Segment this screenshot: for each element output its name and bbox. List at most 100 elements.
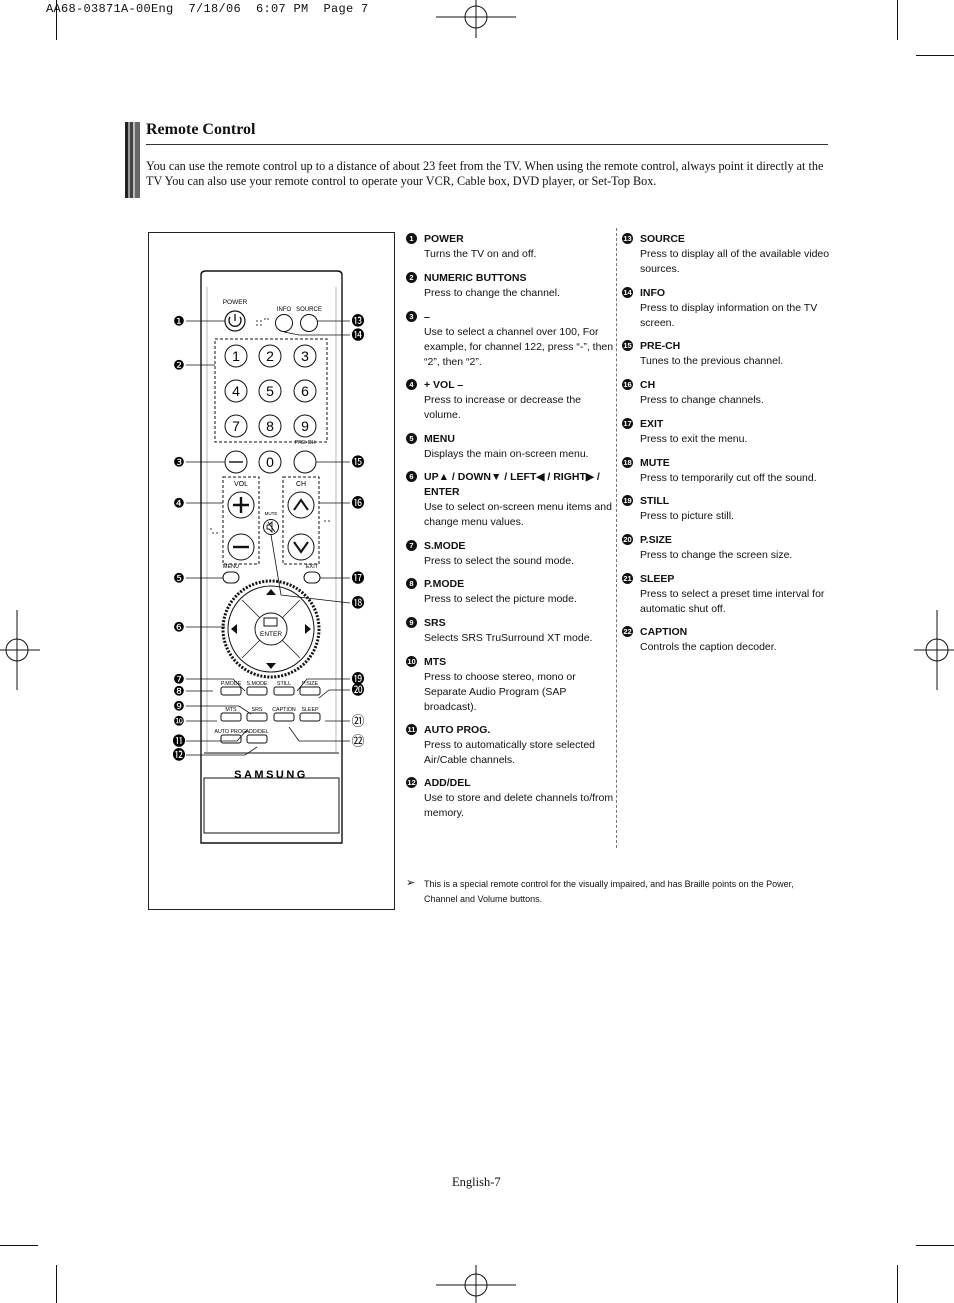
crop-mark [56, 0, 57, 40]
srs-button[interactable] [246, 712, 268, 722]
digit-button[interactable] [258, 414, 282, 438]
ch-down-button[interactable] [287, 533, 315, 561]
item-name: AUTO PROG. [424, 724, 491, 736]
still-label: STILL [277, 681, 291, 687]
item-number-badge: 13 [622, 233, 633, 244]
down-arrow-icon [266, 663, 276, 669]
callout-number: ❿ [173, 714, 185, 729]
chevron-down-icon [293, 541, 309, 554]
item-name: SOURCE [640, 233, 685, 245]
item-name: ADD/DEL [424, 777, 471, 789]
item-description: Press to select the sound mode. [424, 555, 574, 567]
item-description: Use to select a channel over 100, For ex… [424, 326, 614, 368]
caption-button[interactable] [273, 712, 295, 722]
item-name: SRS [424, 617, 446, 629]
right-arrow-icon [305, 624, 311, 634]
mts-button[interactable] [220, 712, 242, 722]
crop-mark [916, 1245, 954, 1246]
adddel-button[interactable] [246, 734, 268, 744]
callout-number: ⓯ [351, 455, 364, 470]
item-name: MENU [424, 433, 455, 445]
ch-up-button[interactable] [287, 491, 315, 519]
prech-button[interactable] [293, 450, 317, 474]
callout-number: ⓰ [351, 496, 364, 511]
digit-button[interactable] [258, 450, 282, 474]
srs-label: SRS [252, 707, 263, 713]
smode-button[interactable] [246, 686, 268, 696]
intro-paragraph: You can use the remote control up to a d… [146, 159, 824, 188]
info-label: INFO [277, 307, 292, 313]
digit-label: 2 [266, 348, 274, 364]
pmode-button[interactable] [220, 686, 242, 696]
digit-button[interactable] [258, 379, 282, 403]
still-button[interactable] [273, 686, 295, 696]
digit-label: 7 [232, 418, 240, 434]
source-button[interactable] [300, 314, 318, 332]
digit-label: 8 [266, 418, 274, 434]
callout-number: ❺ [173, 571, 185, 586]
print-header: AA68-03871A-00Eng 7/18/06 6:07 PM Page 7 [46, 2, 369, 16]
item-name: P.MODE [424, 578, 465, 590]
item-description: Use to store and delete channels to/from… [424, 792, 614, 819]
item-name: P.SIZE [640, 534, 672, 546]
item-description: Controls the caption decoder. [640, 641, 777, 653]
digit-button[interactable] [224, 414, 248, 438]
crop-mark [916, 55, 954, 56]
item-number-badge: 2 [406, 272, 417, 283]
item-number-badge: 5 [406, 433, 417, 444]
info-button[interactable] [275, 314, 293, 332]
item-name: CH [640, 379, 656, 391]
digit-button[interactable] [224, 379, 248, 403]
source-label: SOURCE [296, 307, 322, 313]
item-description: Displays the main on-screen menu. [424, 448, 589, 460]
callout-number: ㉑ [351, 714, 364, 729]
arrow-icon: ➢ [406, 877, 416, 889]
exit-button[interactable] [303, 571, 321, 584]
sleep-button[interactable] [299, 712, 321, 722]
digit-button[interactable] [293, 344, 317, 368]
item-name: + VOL – [424, 379, 464, 391]
mts-label: MTS [225, 707, 237, 713]
callout-number: ⓮ [351, 328, 364, 343]
registration-mark-left [0, 610, 40, 690]
digit-button[interactable] [293, 414, 317, 438]
section-bar [125, 122, 140, 198]
item-number-badge: 11 [406, 724, 417, 735]
pmode-label: P.MODE [221, 681, 242, 687]
psize-button[interactable] [299, 686, 321, 696]
vol-label: VOL [234, 481, 248, 488]
digit-button[interactable] [224, 344, 248, 368]
callout-number: ⓴ [351, 683, 364, 698]
item-description: Press to change channels. [640, 394, 764, 406]
item-description: Use to select on-screen menu items and c… [424, 501, 612, 528]
exit-label: EXIT [306, 564, 319, 570]
enter-button[interactable] [254, 612, 288, 646]
item-number-badge: 8 [406, 578, 417, 589]
autoprog-button[interactable] [220, 734, 242, 744]
adddel-label: ADD/DEL [246, 729, 269, 735]
item-description: Turns the TV on and off. [424, 248, 537, 260]
item-number-badge: 4 [406, 379, 417, 390]
digit-label: 3 [301, 348, 309, 364]
item-name: INFO [640, 287, 666, 299]
item-name: STILL [640, 495, 670, 507]
item-number-badge: 3 [406, 311, 417, 322]
registration-mark-right [914, 610, 954, 690]
item-description: Press to display information on the TV s… [640, 302, 818, 329]
callout-number: ⓲ [351, 596, 364, 611]
item-number-badge: 6 [406, 471, 417, 482]
digit-button[interactable] [293, 379, 317, 403]
left-arrow-icon [231, 624, 237, 634]
menu-button[interactable] [222, 571, 240, 584]
ch-label: CH [296, 481, 306, 488]
item-number-badge: 22 [622, 626, 633, 637]
digit-button[interactable] [258, 344, 282, 368]
sleep-label: SLEEP [301, 707, 319, 713]
callout-number: ⓳ [351, 672, 364, 687]
callout-number: ❻ [173, 620, 185, 635]
item-description: Press to select the picture mode. [424, 593, 577, 605]
digit-label: 0 [266, 454, 274, 470]
digit-label: 4 [232, 383, 240, 399]
psize-label: P.SIZE [302, 681, 319, 687]
item-number-badge: 14 [622, 287, 633, 298]
